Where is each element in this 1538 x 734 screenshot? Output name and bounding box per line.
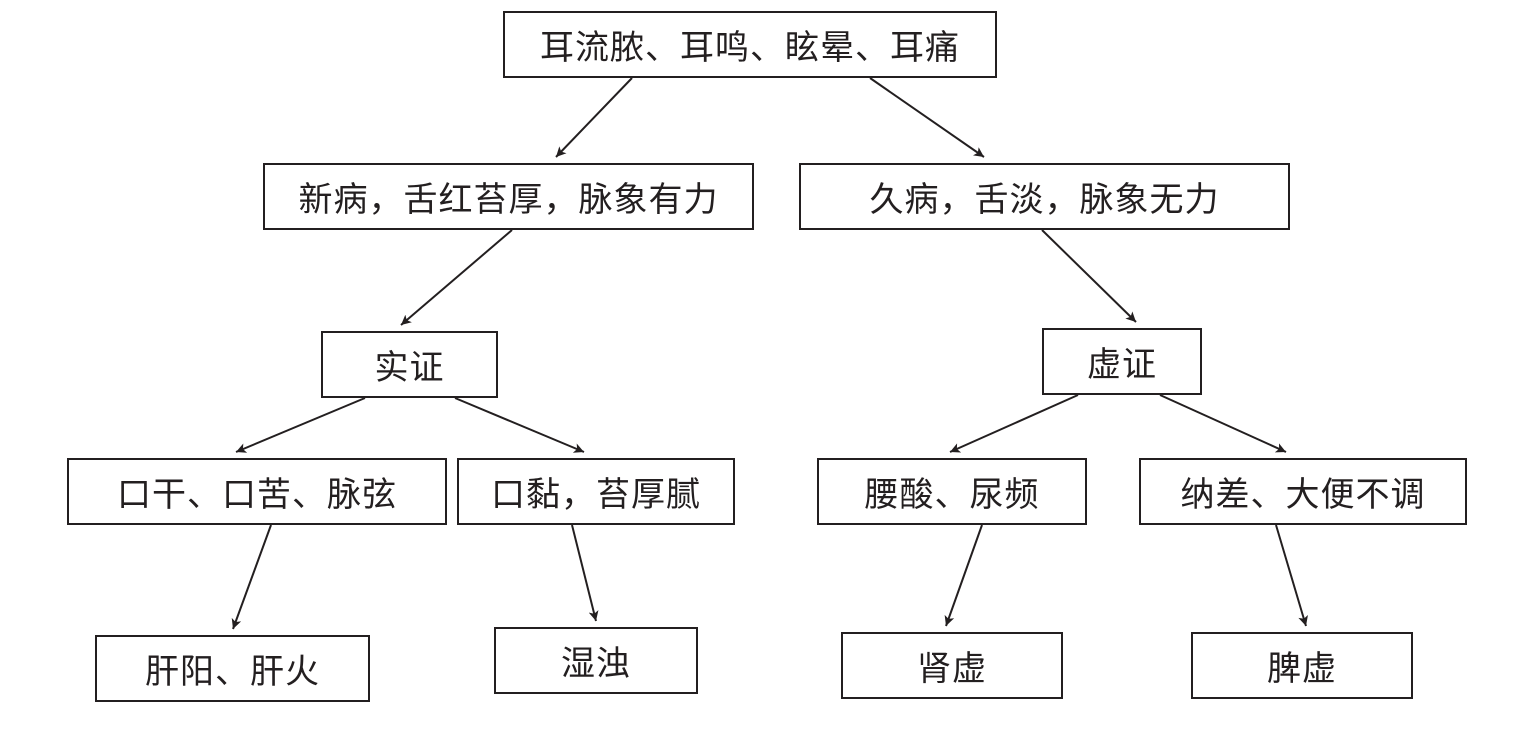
arrow-excess-to-dry (235, 397, 366, 453)
arrow-deficiency-to-appetite (1159, 394, 1287, 453)
node-poor-appetite-stool: 纳差、大便不调 (1139, 458, 1467, 525)
arrow-waist-to-kidney (944, 524, 983, 627)
node-excess-syndrome: 实证 (321, 331, 498, 398)
arrow-dry-to-liver (231, 524, 272, 630)
node-spleen-deficiency: 脾虚 (1191, 632, 1413, 699)
node-liver-yang-fire: 肝阳、肝火 (95, 635, 370, 702)
node-dry-bitter-mouth: 口干、口苦、脉弦 (67, 458, 447, 525)
arrow-new-to-excess (400, 229, 513, 326)
arrow-appetite-to-spleen (1275, 524, 1308, 627)
arrow-excess-to-sticky (454, 397, 585, 453)
node-symptoms-root: 耳流脓、耳鸣、眩晕、耳痛 (503, 11, 997, 78)
node-deficiency-syndrome: 虚证 (1042, 328, 1202, 395)
arrow-root-to-old (869, 77, 985, 158)
node-new-disease: 新病，舌红苔厚，脉象有力 (263, 163, 754, 230)
arrow-sticky-to-damp (571, 524, 599, 622)
node-waist-frequent-urination: 腰酸、尿频 (817, 458, 1087, 525)
node-kidney-deficiency: 肾虚 (841, 632, 1063, 699)
arrow-deficiency-to-waist (949, 394, 1079, 453)
node-chronic-disease: 久病，舌淡，脉象无力 (799, 163, 1290, 230)
node-sticky-greasy-coating: 口黏，苔厚腻 (457, 458, 735, 525)
node-damp-turbidity: 湿浊 (494, 627, 698, 694)
arrow-root-to-new (555, 77, 633, 158)
arrow-old-to-deficiency (1041, 229, 1137, 323)
